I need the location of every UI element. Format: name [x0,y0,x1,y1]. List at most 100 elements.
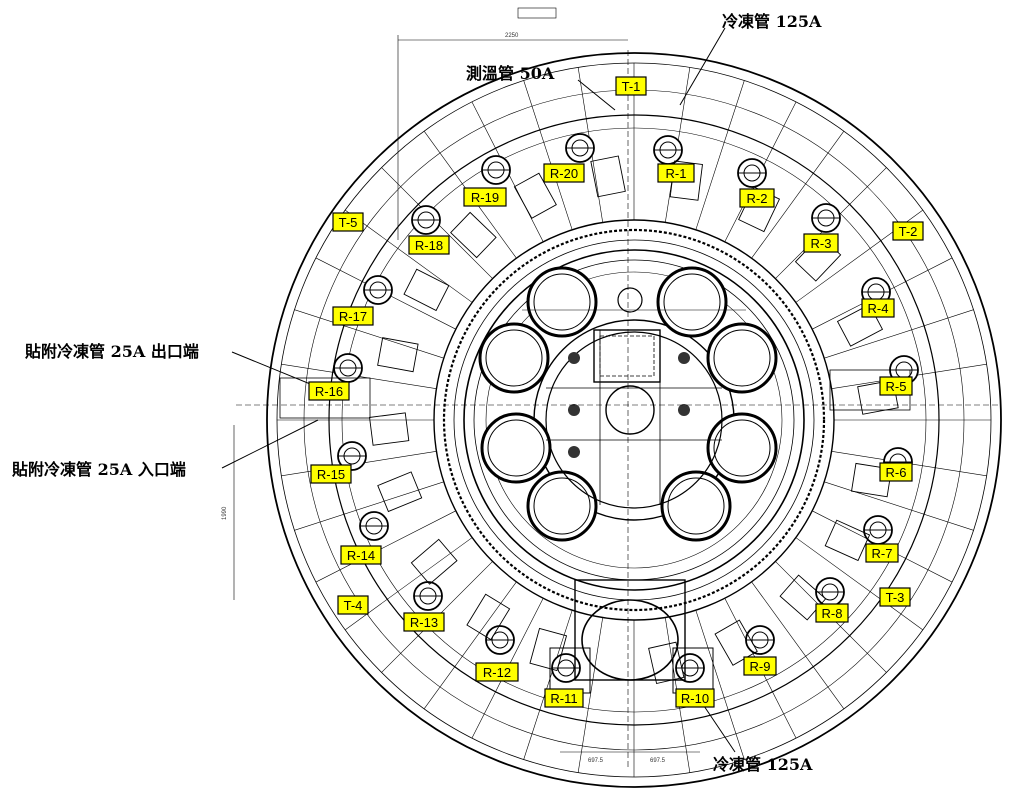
side-structures [236,50,1000,770]
tag-r-10-label: R-10 [681,691,709,706]
tag-t-4: T-4 [337,595,369,615]
freeze-pipe-symbol [466,593,515,655]
tag-r-20: R-20 [543,163,585,183]
tag-r-12: R-12 [475,662,519,682]
radial-line [523,80,573,230]
freeze-pipe-symbol [529,627,581,683]
tag-r-17: R-17 [332,306,374,326]
tag-r-16-label: R-16 [315,384,343,399]
dimension-lines: 2250 1990 697.5 697.5 [222,7,700,764]
tag-r-14: R-14 [340,545,382,565]
tag-r-1: R-1 [657,163,695,183]
freeze-pipe-symbol [737,158,781,233]
inner-shafts [478,266,778,542]
tag-r-1-label: R-1 [666,166,687,181]
bottom-chamber [549,579,714,694]
shaft-circle [478,322,550,394]
freeze-pipe-symbol [359,471,423,541]
radial-line [423,581,517,709]
freeze-pipe-symbol [648,641,705,685]
tag-r-13: R-13 [403,612,445,632]
radial-line [345,209,473,303]
callout-freeze-pipe-bottom: 冷凍管 125A [713,755,813,774]
freeze-pipe-symbol [337,412,410,471]
tag-t-5: T-5 [332,212,364,232]
tag-r-18-label: R-18 [415,238,443,253]
dim-left: 1990 [222,506,228,520]
shaft-circle [480,412,552,484]
tag-t-2: T-2 [892,221,924,241]
radial-lines [277,63,991,777]
tag-r-18: R-18 [408,235,450,255]
tag-r-9-label: R-9 [750,659,771,674]
tag-r-6: R-6 [879,462,913,482]
callout-attached-inlet: 貼附冷凍管 25A 入口端 [12,460,186,479]
tag-r-12-label: R-12 [483,665,511,680]
freeze-pipe-symbol [333,337,419,383]
tag-t-1: T-1 [615,76,647,96]
radial-line [824,309,974,359]
radial-line [577,617,604,773]
shaft-circle [526,266,598,338]
shaft-circle [656,266,728,338]
tag-r-15-label: R-15 [317,467,345,482]
tag-r-11-label: R-11 [550,691,577,706]
radial-line [523,610,573,760]
shaft-circle [526,470,598,542]
radial-line [751,581,845,709]
radial-line [824,481,974,531]
tag-r-17-label: R-17 [339,309,367,324]
tag-r-2: R-2 [739,188,775,208]
tag-t-2-label: T-2 [899,224,918,239]
tag-r-11: R-11 [544,688,584,708]
tag-r-5: R-5 [879,376,913,396]
tag-t-1-label: T-1 [622,79,641,94]
tag-t-4-label: T-4 [344,598,363,613]
tag-r-4-label: R-4 [868,301,889,316]
tag-r-7: R-7 [865,543,899,563]
tag-r-13-label: R-13 [410,615,438,630]
tag-r-10: R-10 [675,688,715,708]
callouts: 冷凍管 125A 測溫管 50A 貼附冷凍管 25A 出口端 貼附冷凍管 25A… [12,12,822,774]
radial-line [795,537,923,631]
tag-t-5-label: T-5 [339,215,358,230]
radial-line [751,131,845,259]
radial-line [315,510,456,583]
tag-r-2-label: R-2 [747,191,768,206]
freeze-pipe-symbol [411,205,497,259]
freeze-pipe-symbol [565,133,626,198]
tag-r-9: R-9 [743,656,777,676]
tag-t-3-label: T-3 [886,590,905,605]
shaft-circle [706,412,778,484]
tag-t-3: T-3 [879,587,911,607]
callout-temp-pipe: 測溫管 50A [466,64,555,83]
tag-r-15: R-15 [310,464,352,484]
dim-bottom-left: 697.5 [588,758,604,764]
tag-r-6-label: R-6 [886,465,907,480]
tag-r-5-label: R-5 [886,379,907,394]
radial-line [294,309,444,359]
radial-line [695,610,745,760]
freeze-pipe-symbol [363,268,450,312]
tag-r-3-label: R-3 [811,236,832,251]
callout-attached-outlet: 貼附冷凍管 25A 出口端 [25,342,199,361]
shaft-circle [706,322,778,394]
tag-r-8-label: R-8 [822,606,843,621]
tag-r-19-label: R-19 [471,190,499,205]
callout-freeze-pipe-top: 冷凍管 125A [722,12,822,31]
freeze-pipe-symbols [333,133,919,685]
dim-bottom-right: 697.5 [650,758,666,764]
radial-line [695,80,745,230]
shaft-circle [660,470,732,542]
tag-r-8: R-8 [815,603,849,623]
freeze-pipe-symbol [410,538,458,611]
tag-r-3: R-3 [803,233,839,253]
tag-r-4: R-4 [861,298,895,318]
dim-top: 2250 [505,33,519,39]
freeze-pipe-symbol [481,155,557,219]
central-shaft [522,287,746,509]
tag-r-14-label: R-14 [347,548,375,563]
tag-r-7-label: R-7 [872,546,893,561]
tag-r-20-label: R-20 [550,166,578,181]
